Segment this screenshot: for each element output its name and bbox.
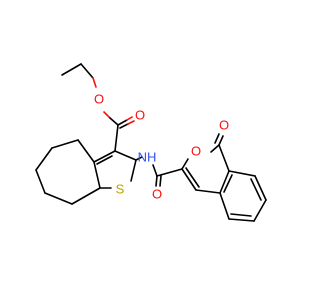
bond-c3-c4-double xyxy=(185,167,200,188)
atom-o-amide: O xyxy=(152,186,162,201)
atom-labels: O O NH S O O O xyxy=(94,91,229,201)
bond-c3-o xyxy=(181,158,189,170)
bond-c2-n xyxy=(135,156,143,161)
bond-benz-4-double xyxy=(230,213,252,217)
bond-ring7-2 xyxy=(51,139,79,149)
bond-amide-c-pyranone xyxy=(156,168,183,177)
bond-ethyl-ch3 xyxy=(61,63,82,76)
bond-ethyl-ch2 xyxy=(80,63,94,79)
bond-benz-4 xyxy=(228,218,255,222)
bond-c2-s xyxy=(130,159,137,182)
bond-ring7-3 xyxy=(35,147,53,171)
bond-c3-c3a xyxy=(93,150,116,163)
bond-ring7-5 xyxy=(44,192,73,205)
ester-group xyxy=(103,111,135,152)
bond-c-eq-o-1b xyxy=(126,116,133,121)
bond-benz-5 xyxy=(219,192,230,220)
isochromenone-ring xyxy=(181,133,267,222)
cycloheptane-ring xyxy=(35,139,101,205)
bond-c-eq-o-2b xyxy=(127,120,135,125)
molecule-diagram: O O NH S O O O xyxy=(35,63,267,222)
atom-o-pyranone-ring: O xyxy=(191,143,201,158)
bond-c4-c4a xyxy=(195,189,221,194)
atom-nh: NH xyxy=(138,149,157,164)
bond-amide-c-o-double xyxy=(159,175,162,187)
bond-c4a-c8a xyxy=(219,170,230,194)
bond-ring7-4 xyxy=(35,169,46,194)
bond-o-carbonyl-c xyxy=(103,111,111,119)
bond-benz-2 xyxy=(254,175,267,201)
bond-benz-6-double xyxy=(223,174,233,193)
bond-benz-3 xyxy=(253,199,267,222)
bond-amide-c-o xyxy=(155,175,158,187)
bond-c-eq-o-2 xyxy=(119,123,129,129)
bond-c3-c3a-double xyxy=(96,155,113,165)
bond-o-carbonyl-c-b xyxy=(109,117,119,126)
molecule-structure: O O NH S O O O xyxy=(35,63,267,222)
thiophene-ring xyxy=(93,150,137,189)
bond-carbonyl-ring xyxy=(114,124,119,152)
bond-ring7-1 xyxy=(77,139,95,163)
atom-s-thiophene: S xyxy=(116,181,125,196)
ethyl-group xyxy=(61,63,97,88)
bond-ch2-o xyxy=(92,77,97,88)
bond-c-eq-o-1 xyxy=(117,119,128,126)
bond-c3a-c8a xyxy=(93,161,101,189)
atom-o-ester-carbonyl: O xyxy=(135,107,145,122)
bond-benz-1 xyxy=(228,170,256,177)
bond-ring7-6 xyxy=(71,187,101,205)
bond-c3-c4 xyxy=(181,168,197,191)
bond-c1-eq-o-double xyxy=(214,133,220,144)
bond-benz-2-double xyxy=(250,178,262,201)
amide-linkage xyxy=(135,156,183,187)
bond-c8a-c1 xyxy=(218,144,230,172)
bond-c1-o xyxy=(210,144,220,153)
atom-o-ester-ether: O xyxy=(94,91,104,106)
bond-n-amide-c xyxy=(152,164,158,177)
bond-c3-c2 xyxy=(114,150,137,161)
bond-c1-eq-o xyxy=(218,135,224,146)
atom-o-lactone-carbonyl: O xyxy=(219,117,229,132)
